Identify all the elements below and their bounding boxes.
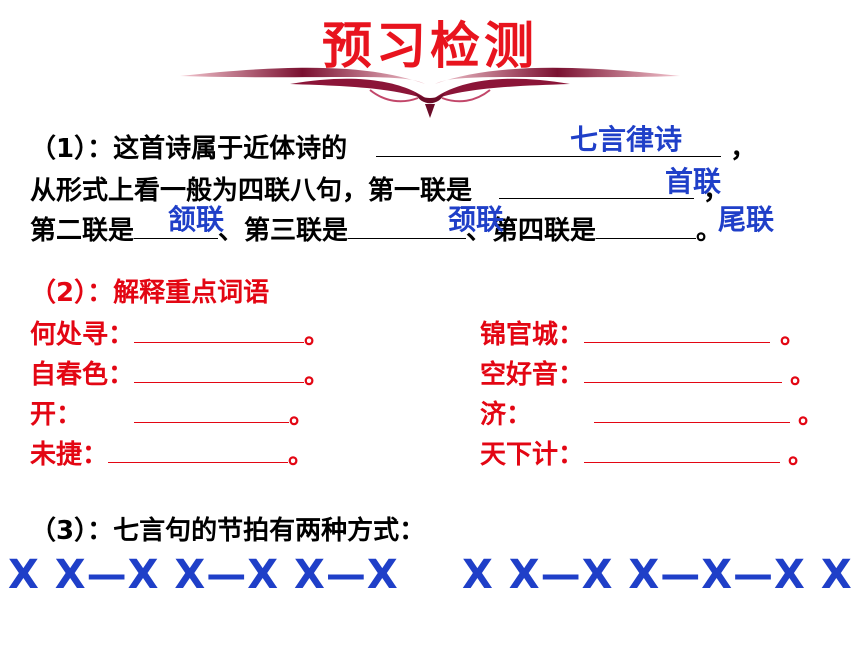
answer-blank-4 <box>348 216 467 239</box>
q1-line2: 从形式上看一般为四联八句，第一联是 ， <box>30 170 729 207</box>
term-row-left-2: 自春色： 。 <box>30 354 330 391</box>
term-label: 济： <box>480 400 533 430</box>
term-blank <box>594 400 791 423</box>
rhythm-pattern-2: X X—X X—X—X X <box>462 552 853 598</box>
term-blank <box>584 440 781 463</box>
term-row-right-1: 锦官城： 。 <box>480 314 806 351</box>
q1-line3-a: 第二联是 <box>30 216 135 246</box>
q1-line3-end: 。 <box>696 216 723 246</box>
term-label: 锦官城： <box>480 320 585 350</box>
q1-line2-prefix: 从形式上看一般为四联八句，第一联是 <box>30 176 473 206</box>
term-label: 空好音： <box>480 360 585 390</box>
term-end: 。 <box>780 320 807 350</box>
term-row-left-3: 开： 。 <box>30 394 315 431</box>
answer-2: 首联 <box>665 165 722 198</box>
term-row-right-3: 济： 。 <box>480 394 824 431</box>
term-end: 。 <box>288 440 315 470</box>
term-end: 。 <box>788 440 815 470</box>
q1-line1-suffix: ， <box>730 134 757 164</box>
answer-4: 颈联 <box>448 203 505 236</box>
answer-1: 七言律诗 <box>570 123 683 156</box>
term-label: 何处寻： <box>30 320 135 350</box>
term-blank <box>108 440 289 463</box>
answer-blank-1 <box>376 134 722 157</box>
term-row-left-1: 何处寻： 。 <box>30 314 330 351</box>
term-label: 天下计： <box>480 440 585 470</box>
q3-heading: （3）：七言句的节拍有两种方式： <box>30 516 426 546</box>
term-end: 。 <box>304 320 331 350</box>
term-blank <box>584 360 783 383</box>
answer-5: 尾联 <box>718 203 775 236</box>
term-row-left-4: 未捷： 。 <box>30 434 314 471</box>
q1-line1: （1）：这首诗属于近体诗的 ， <box>30 128 756 165</box>
rhythm-pattern-1: X X—X X—X X—X <box>8 552 399 598</box>
term-blank <box>134 320 305 343</box>
answer-3: 颔联 <box>168 203 225 236</box>
q2-heading: （2）：解释重点词语 <box>30 278 270 308</box>
term-label: 未捷： <box>30 440 109 470</box>
term-end: 。 <box>798 400 825 430</box>
term-blank <box>584 320 771 343</box>
page-title: 预习检测 <box>322 17 538 75</box>
q1-line3-c: 、第四联是 <box>466 216 597 246</box>
term-blank <box>134 360 305 383</box>
q1-line3: 第二联是 、第三联是 、第四联是 。 <box>30 210 722 247</box>
q1-line1-prefix: （1）：这首诗属于近体诗的 <box>30 134 348 164</box>
term-label: 自春色： <box>30 360 135 390</box>
term-row-right-4: 天下计： 。 <box>480 434 814 471</box>
answer-blank-2 <box>499 176 695 199</box>
term-blank <box>134 400 290 423</box>
decorative-divider <box>180 67 680 118</box>
term-row-right-2: 空好音： 。 <box>480 354 816 391</box>
term-end: 。 <box>289 400 316 430</box>
term-end: 。 <box>304 360 331 390</box>
term-end: 。 <box>790 360 817 390</box>
answer-blank-3 <box>134 216 219 239</box>
q1-line2-suffix: ， <box>703 176 730 206</box>
term-label: 开： <box>30 400 83 430</box>
answer-blank-5 <box>596 216 697 239</box>
q1-line3-b: 、第三联是 <box>218 216 349 246</box>
